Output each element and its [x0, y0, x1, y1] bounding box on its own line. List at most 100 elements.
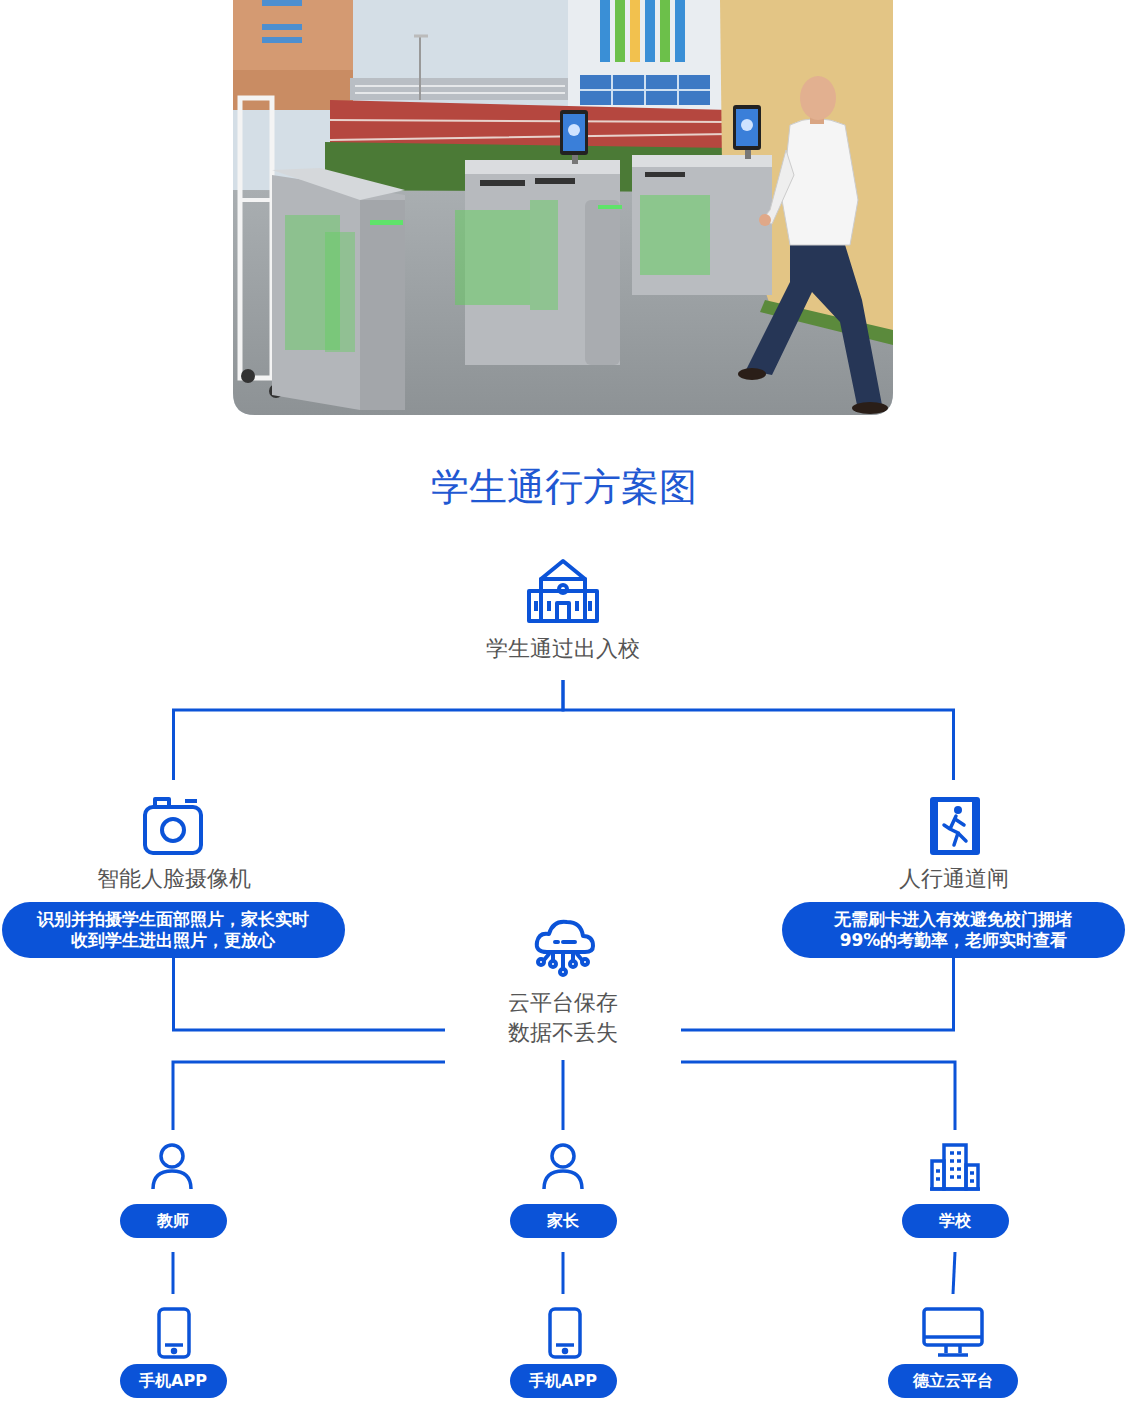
rounded-pill: 学校 — [902, 1204, 1009, 1238]
cloud-icon — [555, 940, 575, 944]
phone-icon — [159, 1309, 189, 1357]
turnstile-middle — [535, 178, 575, 184]
walking-man — [738, 368, 766, 380]
gate-icon — [944, 816, 966, 845]
turnstile-middle — [480, 180, 525, 186]
face-scanner — [568, 124, 580, 136]
phone-icon — [173, 1350, 176, 1353]
face-scanner — [560, 105, 761, 164]
diagram-node: 教师 — [83, 1130, 263, 1252]
center-building — [580, 75, 710, 105]
center-building — [568, 0, 723, 112]
connector-line — [172, 1252, 175, 1294]
turnstile-middle — [455, 210, 530, 305]
center-building — [600, 0, 610, 62]
node-heading: 智能人脸摄像机 — [2, 864, 345, 894]
rounded-pill: 无需刷卡进入有效避免校门拥堵 99%的考勤率，老师实时查看 — [782, 902, 1125, 958]
person-icon — [153, 1171, 191, 1189]
center-building — [615, 0, 625, 62]
cloud-icon — [550, 961, 556, 967]
connector-line — [681, 958, 954, 1030]
stadium-stands — [350, 78, 570, 100]
left-building — [233, 0, 353, 110]
face-scanner — [563, 114, 585, 151]
gate-icon — [954, 806, 962, 814]
turnstile-left — [370, 220, 403, 225]
node-heading: 人行通道闸 — [782, 864, 1125, 894]
phone-icon — [556, 1343, 574, 1347]
cloud-icon — [537, 922, 593, 952]
cloud-icon — [544, 954, 582, 960]
rounded-pill: 手机APP — [120, 1364, 227, 1398]
connector-line — [173, 1062, 445, 1130]
diagram-title: 学生通行方案图 — [0, 462, 1127, 512]
building-icon — [930, 1187, 980, 1191]
rounded-pill: 德立云平台 — [888, 1364, 1018, 1398]
node-text: 无需刷卡进入有效避免校门拥堵 99%的考勤率，老师实时查看 — [833, 909, 1074, 951]
rounded-pill: 家长 — [510, 1204, 617, 1238]
walking-man — [782, 119, 858, 246]
node-text: 学生通过出入校 — [486, 634, 640, 664]
diagram-node: 手机APP — [83, 1294, 263, 1398]
left-building — [262, 24, 302, 30]
person-icon — [153, 1145, 191, 1189]
turnstile-illustration — [0, 0, 1127, 420]
person-icon — [544, 1171, 582, 1189]
left-barrier — [240, 198, 272, 202]
turnstile-middle — [530, 200, 558, 310]
phone-icon — [165, 1343, 183, 1347]
face-scanner — [736, 109, 758, 146]
person-icon — [544, 1145, 582, 1189]
turnstile-right — [640, 195, 710, 275]
building-icon — [944, 1145, 966, 1189]
cloud-icon — [537, 922, 593, 975]
connector-line — [174, 680, 564, 780]
diagram-node: 云平台保存 数据不丢失 — [445, 912, 681, 1060]
person-icon — [552, 1145, 574, 1167]
diagram-node: 学校 — [865, 1130, 1045, 1252]
monitor-icon — [924, 1309, 982, 1345]
stadium-stands — [355, 86, 565, 93]
node-label: 云平台保存 数据不丢失 — [445, 988, 681, 1048]
connector-line — [563, 680, 954, 780]
camera-icon — [155, 799, 169, 807]
left-barrier — [240, 98, 272, 378]
phone-icon — [550, 1309, 580, 1357]
person-icon — [161, 1145, 183, 1167]
turnstile-left — [272, 175, 405, 410]
monitor-icon — [938, 1345, 968, 1355]
turnstile-left — [272, 168, 405, 410]
center-building — [630, 0, 640, 62]
rounded-pill: 教师 — [120, 1204, 227, 1238]
camera-icon — [145, 807, 201, 853]
phone-icon — [550, 1309, 580, 1357]
connector-line — [953, 1252, 955, 1294]
turnstile-middle — [585, 200, 620, 365]
left-building — [233, 0, 353, 110]
monitor-icon — [924, 1309, 982, 1355]
gate-icon — [930, 797, 980, 855]
school-icon — [557, 603, 569, 621]
turnstile-left — [272, 168, 405, 200]
stadium-stands — [350, 35, 570, 100]
face-scanner — [741, 119, 753, 131]
building-icon — [936, 1153, 974, 1181]
diagram-node: 德立云平台 — [863, 1294, 1043, 1398]
turnstile-middle — [465, 160, 620, 174]
center-building — [645, 0, 655, 62]
node-text: 家长 — [547, 1211, 579, 1231]
diagram-node: 学生通过出入校 — [443, 552, 683, 680]
camera-icon — [145, 799, 201, 853]
face-scanner — [560, 110, 588, 155]
track-lanes — [330, 120, 730, 140]
node-text: 云平台保存 数据不丢失 — [506, 988, 620, 1048]
left-building — [262, 0, 302, 6]
walking-man — [746, 235, 882, 410]
center-building — [580, 75, 710, 105]
left-barrier — [241, 369, 255, 383]
turnstile-right — [645, 172, 685, 177]
rounded-pill: 手机APP — [510, 1364, 617, 1398]
gate-icon — [938, 802, 972, 850]
school-icon — [536, 601, 590, 611]
